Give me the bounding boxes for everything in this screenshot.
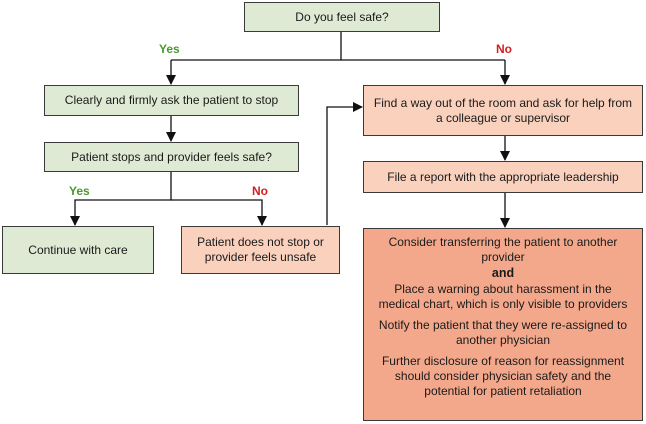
safe-question-text: Do you feel safe? [295, 9, 389, 24]
not-stop-box: Patient does not stop or provider feels … [181, 226, 340, 274]
actions-box: Consider transferring the patient to ano… [363, 228, 643, 421]
stops-question-text: Patient stops and provider feels safe? [71, 149, 272, 164]
continue-care-text: Continue with care [28, 242, 128, 257]
continue-care-box: Continue with care [2, 226, 154, 274]
ask-stop-box: Clearly and firmly ask the patient to st… [44, 85, 299, 116]
edge-question-split [70, 172, 172, 226]
action-disclosure: Further disclosure of reason for reassig… [381, 354, 625, 398]
action-warning: Place a warning about harassment in the … [378, 282, 628, 311]
action-and: and [491, 266, 515, 280]
not-stop-text: Patient does not stop or provider feels … [197, 235, 324, 264]
edge-label-top-yes: Yes [159, 42, 180, 56]
file-report-text: File a report with the appropriate leade… [387, 169, 619, 184]
safe-question-box: Do you feel safe? [244, 2, 440, 32]
edge-label-top-no: No [496, 42, 512, 56]
action-notify: Notify the patient that they were re-ass… [378, 318, 628, 347]
stops-question-box: Patient stops and provider feels safe? [44, 142, 299, 172]
edge-safe-yes [171, 59, 505, 84]
edge-notstop-to-findway [326, 102, 363, 225]
ask-stop-text: Clearly and firmly ask the patient to st… [64, 93, 279, 107]
find-way-box: Find a way out of the room and ask for h… [363, 85, 643, 136]
action-transfer: Consider transferring the patient to ano… [388, 235, 618, 264]
file-report-box: File a report with the appropriate leade… [363, 161, 643, 193]
edge-label-mid-no: No [252, 184, 268, 198]
edge-question-no [171, 199, 267, 226]
find-way-text: Find a way out of the room and ask for h… [373, 95, 633, 125]
edge-label-mid-yes: Yes [69, 184, 90, 198]
